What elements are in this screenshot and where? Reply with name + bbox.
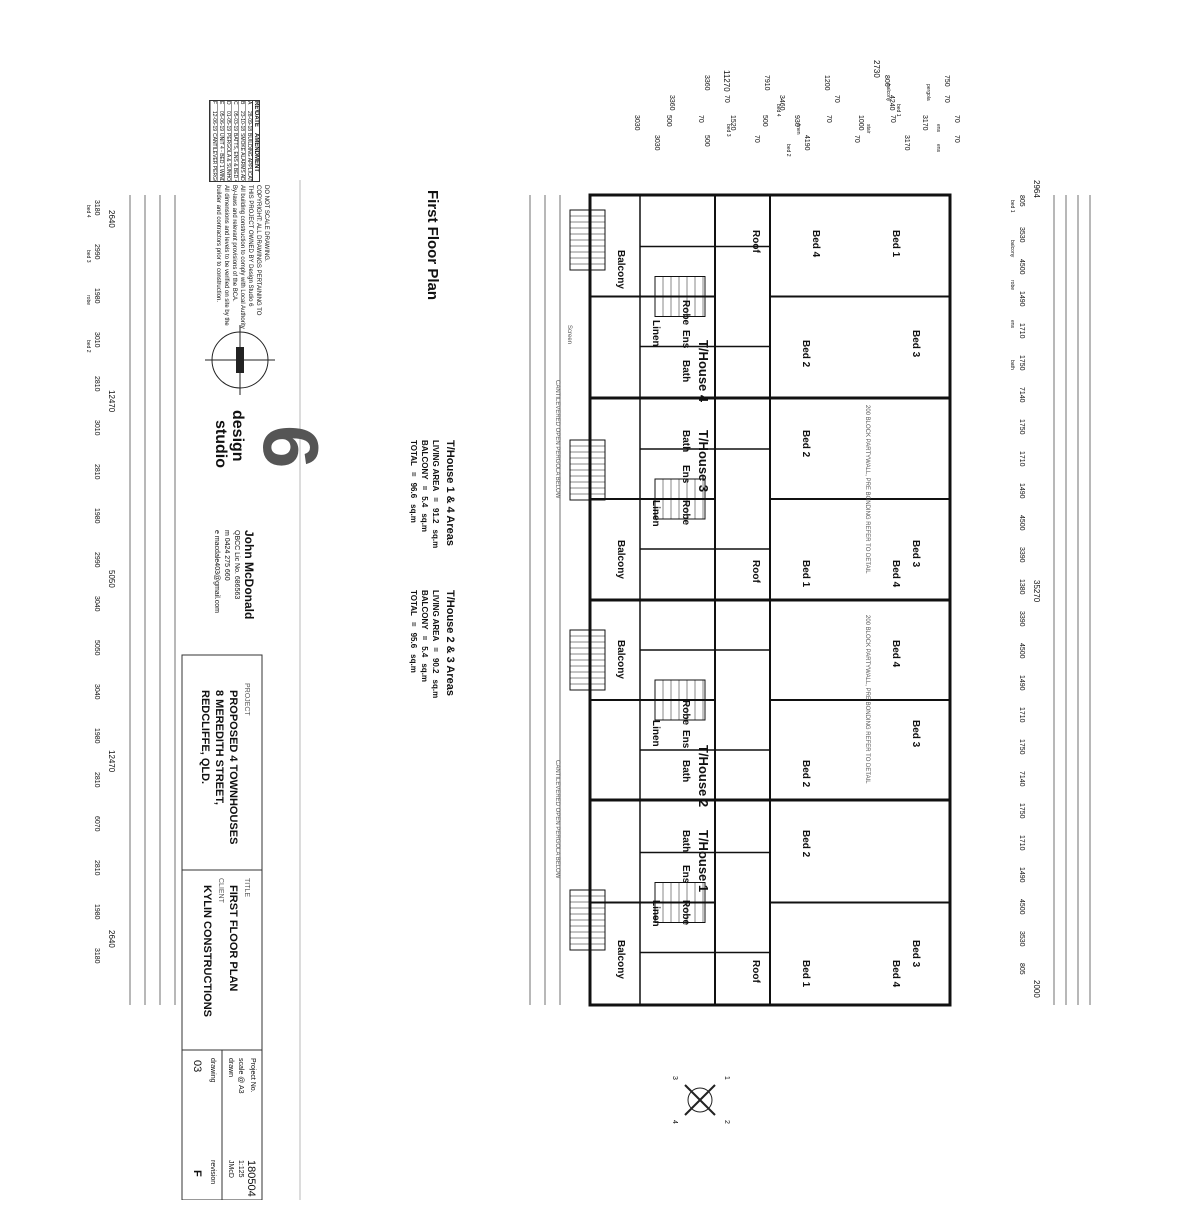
title-label: TITLE: [243, 878, 250, 898]
project-line-2: 8 MEREDITH STREET,: [213, 690, 225, 805]
north-arrow-icon: [205, 325, 275, 395]
compass-label-1: 1: [723, 1076, 730, 1080]
drawing-value: 03: [191, 1060, 203, 1073]
compass-label-4: 4: [671, 1120, 678, 1124]
revision-label: revision: [209, 1160, 216, 1185]
scale-value: 1:125: [237, 1160, 244, 1178]
drawn-label: drawn: [227, 1058, 234, 1078]
project-no-label: Project No.: [249, 1058, 256, 1093]
drawn-value: JMcD: [227, 1160, 234, 1178]
title-value: FIRST FLOOR PLAN: [227, 885, 239, 992]
compass-label-2: 2: [723, 1120, 730, 1124]
scale-label: scale @ A3: [237, 1058, 244, 1094]
project-line-1: PROPOSED 4 TOWNHOUSES: [227, 690, 239, 845]
project-label: PROJECT: [243, 683, 250, 716]
client-label: CLIENT: [217, 878, 224, 903]
revision-value: F: [191, 1170, 203, 1177]
project-line-3: REDCLIFFE, QLD.: [199, 690, 211, 785]
client-value: KYLIN CONSTRUCTIONS: [201, 885, 213, 1017]
project-no-value: 180504: [245, 1160, 257, 1197]
drawing-label: drawing: [209, 1058, 216, 1083]
compass-icon: [684, 1084, 716, 1116]
compass-label-3: 3: [671, 1076, 678, 1080]
